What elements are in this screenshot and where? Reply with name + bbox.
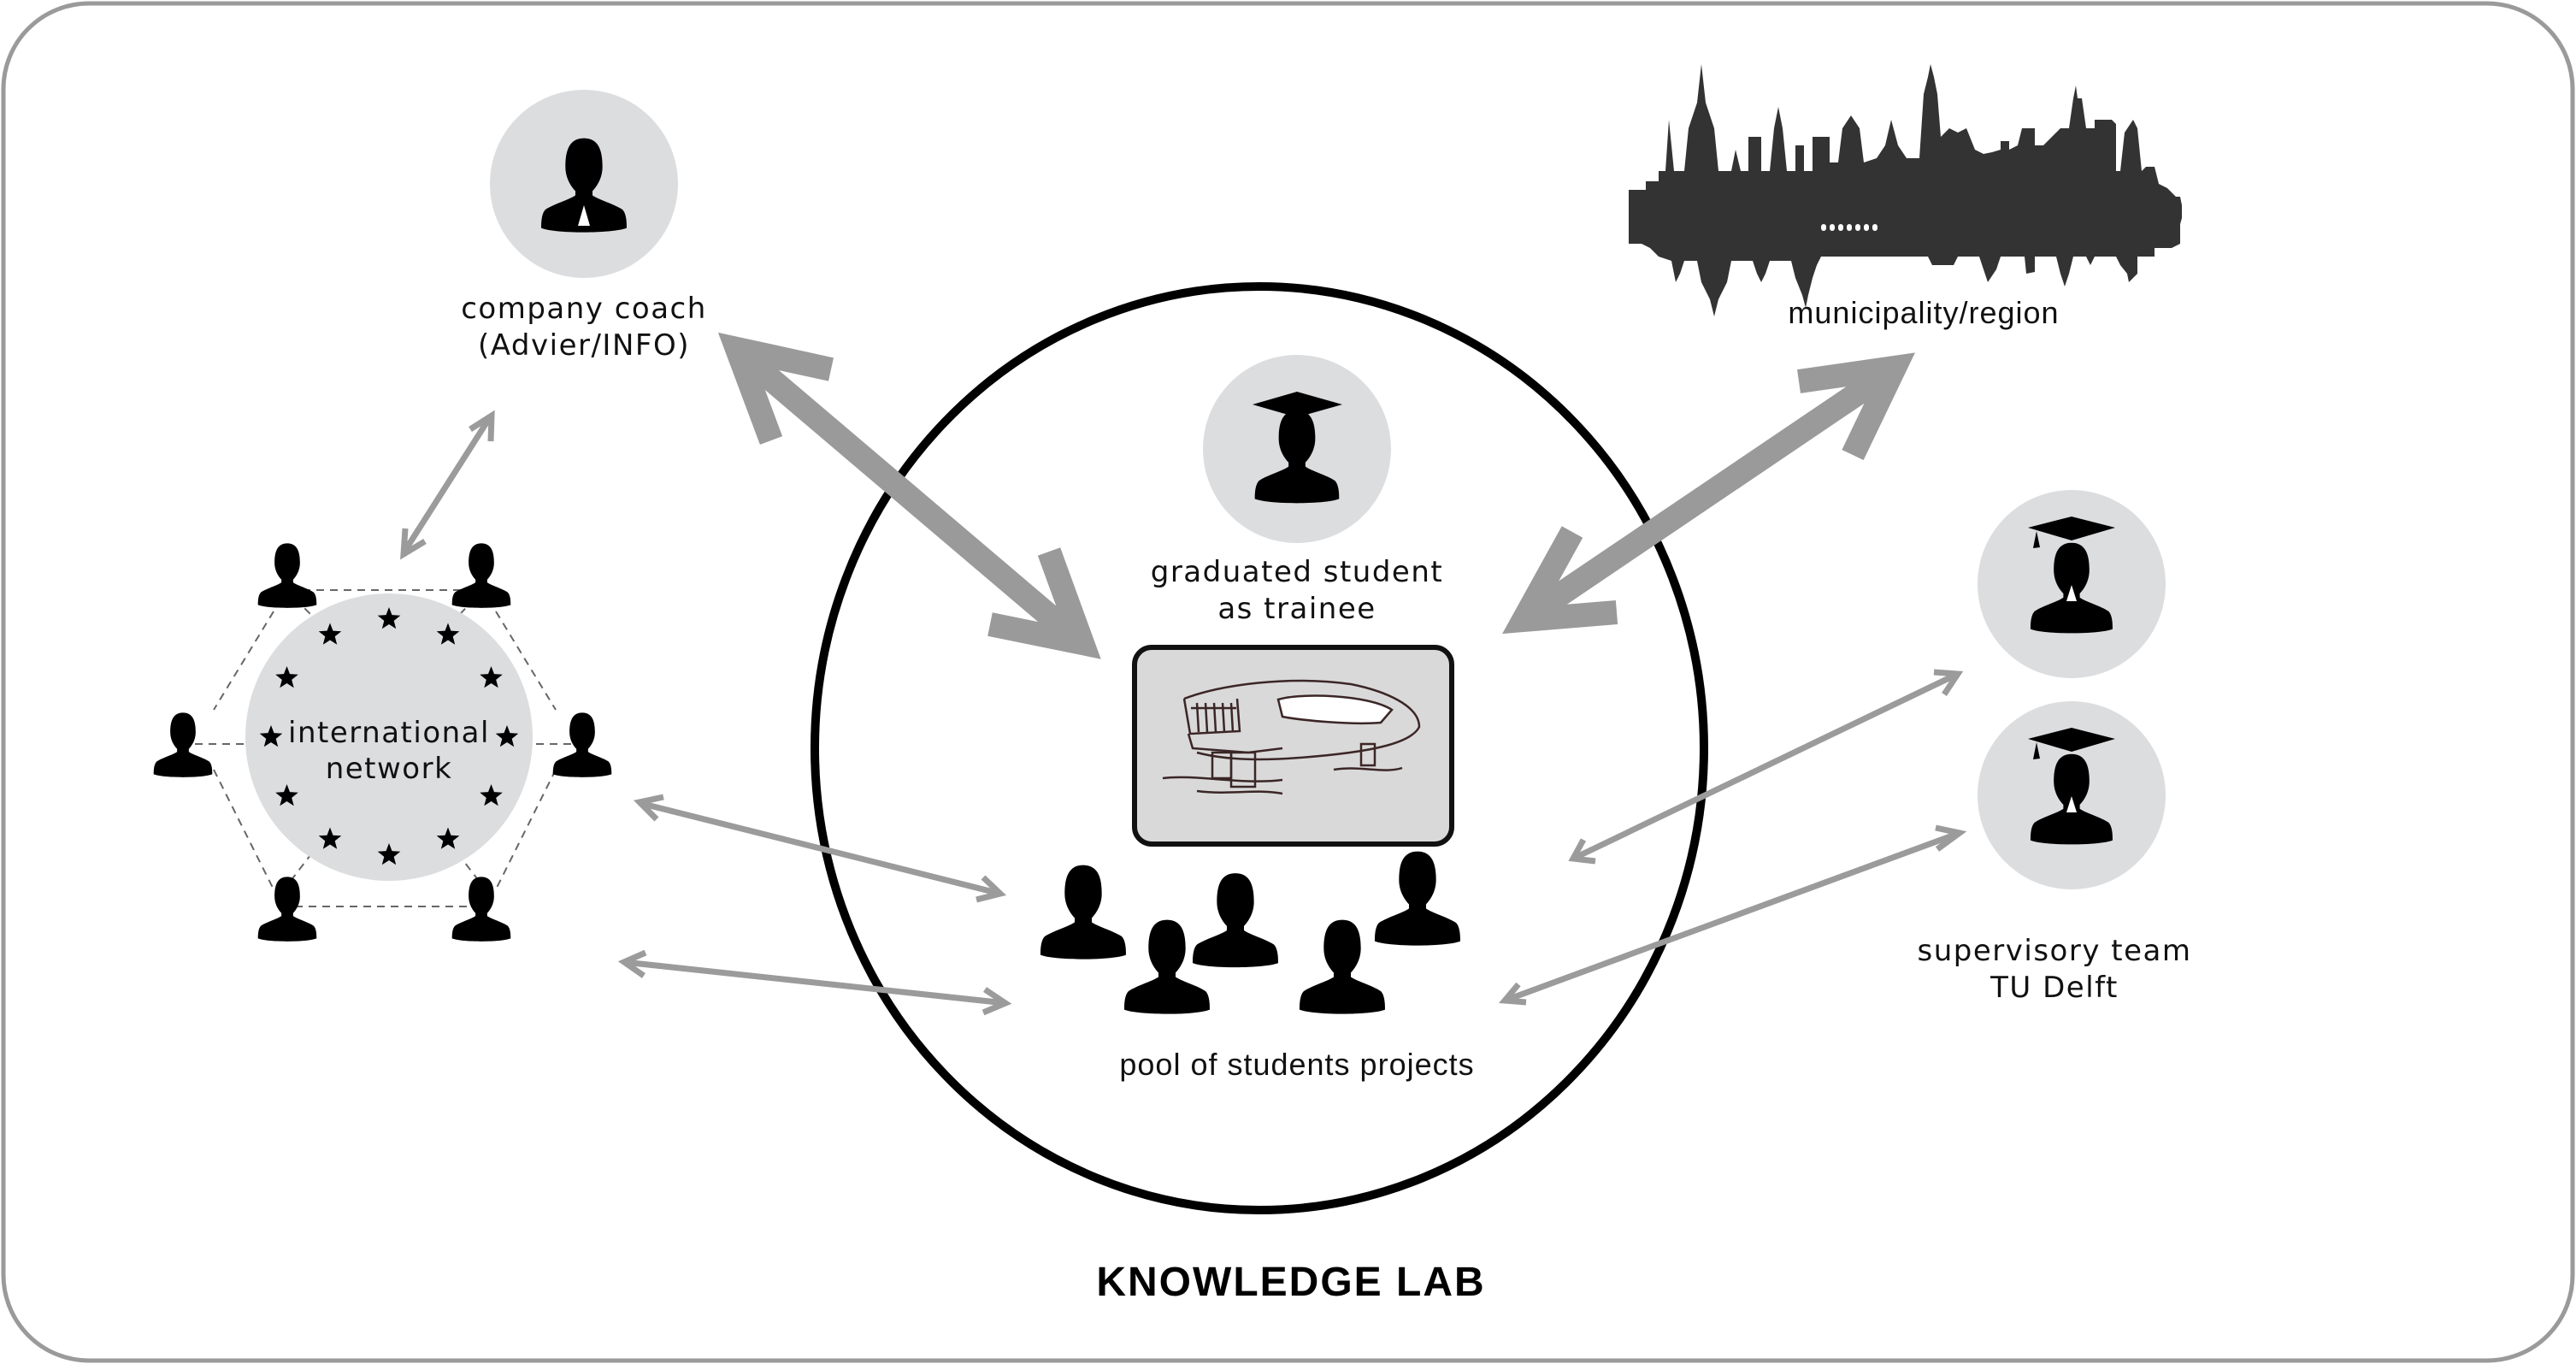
businessman-icon	[541, 138, 627, 233]
arrow-pool-to-supervisor-upper	[1568, 669, 1964, 865]
supervisory-label-2: TU Delft	[1989, 971, 2119, 1005]
graduated-student-label-1: graduated student	[1151, 555, 1443, 589]
company-coach-label-2: (Advier/INFO)	[478, 328, 690, 363]
pool-of-students-node: pool of students projects	[1040, 851, 1474, 1082]
building-sketch-icon	[1132, 645, 1454, 847]
pool-label: pool of students projects	[1119, 1047, 1474, 1082]
star-icon	[377, 843, 401, 865]
knowledge-lab-circle	[811, 282, 1708, 1214]
star-icon	[318, 827, 342, 849]
star-icon	[259, 725, 283, 747]
supervisory-team-node: supervisory team TU Delft	[1918, 490, 2192, 1005]
supervisory-label-1: supervisory team	[1918, 934, 2192, 968]
network-label-2: network	[326, 752, 453, 786]
arrow-network-to-pool-upper	[633, 794, 1007, 903]
network-label-1: international	[288, 716, 490, 750]
arrow-municipality-to-trainee	[1502, 352, 1915, 635]
star-icon	[495, 725, 519, 747]
star-icon	[436, 623, 460, 645]
graduated-student-label-2: as trainee	[1217, 592, 1376, 626]
graduate-icon	[1253, 392, 1342, 504]
star-icon	[275, 784, 298, 806]
eu-stars-icon	[259, 607, 519, 865]
diagram-title: KNOWLEDGE LAB	[1096, 1260, 1485, 1305]
company-coach-label-1: company coach	[461, 292, 707, 326]
professor-icon	[2028, 728, 2115, 845]
star-icon	[377, 607, 401, 629]
professor-icon	[2028, 517, 2115, 634]
arrow-pool-to-supervisor-lower	[1498, 824, 1967, 1006]
star-icon	[275, 666, 298, 688]
municipality-label: municipality/region	[1788, 295, 2059, 330]
star-icon	[480, 666, 503, 688]
network-bubble	[245, 593, 533, 881]
star-icon	[436, 827, 460, 849]
star-icon	[318, 623, 342, 645]
graduated-student-node: graduated student as trainee	[1151, 355, 1443, 626]
star-icon	[480, 784, 503, 806]
arrow-network-to-pool-lower	[617, 949, 1012, 1016]
arrow-coach-to-network	[400, 410, 495, 560]
municipality-node: municipality/region	[1629, 64, 2182, 330]
city-skyline-icon	[1629, 64, 2182, 316]
international-network-node: international network	[153, 543, 612, 942]
arrow-coach-to-trainee	[717, 332, 1101, 659]
company-coach-node: company coach (Advier/INFO)	[461, 90, 707, 363]
